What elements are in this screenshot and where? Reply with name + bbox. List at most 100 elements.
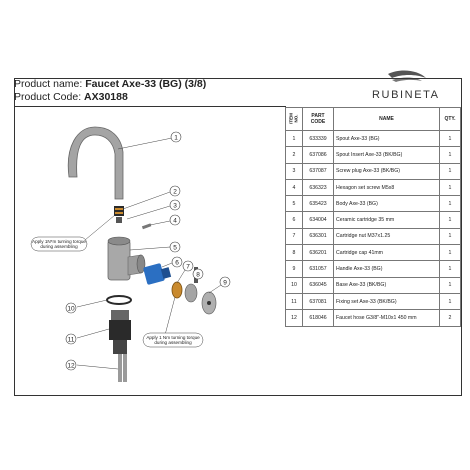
leader-lines — [76, 137, 222, 370]
brand-name: RUBINETA — [372, 89, 440, 101]
callout-10: 10 — [65, 302, 77, 314]
cell-item-no: 8 — [285, 244, 303, 262]
cell-part-code: 634004 — [302, 211, 334, 229]
cell-name: Screw plug Axe-33 (BK/BG) — [333, 162, 440, 180]
callout-9: 9 — [219, 276, 231, 288]
cell-part-code: 637081 — [302, 292, 334, 311]
cell-qty: 1 — [439, 227, 461, 246]
callout-6: 6 — [171, 256, 183, 268]
cell-item-no: 4 — [285, 178, 303, 197]
parts-table-header: ITEM NO. PART CODE NAME QTY. — [285, 107, 461, 131]
svg-text:8: 8 — [196, 271, 200, 278]
spout-part — [67, 126, 124, 200]
callout-1: 1 — [170, 131, 182, 143]
cell-qty: 1 — [439, 276, 461, 294]
cell-name: Spout Axe-33 (BG) — [333, 129, 440, 148]
cell-qty: 1 — [439, 178, 461, 197]
cell-part-code: 637086 — [302, 146, 334, 164]
svg-text:1: 1 — [174, 134, 178, 141]
cell-part-code: 636201 — [302, 244, 334, 262]
svg-text:4: 4 — [173, 217, 177, 224]
svg-text:12: 12 — [67, 362, 75, 369]
hex-screw-part — [141, 223, 152, 230]
header-qty: QTY. — [439, 107, 461, 131]
header-divider — [14, 106, 286, 107]
cell-part-code: 635423 — [302, 195, 334, 213]
handle-part — [201, 291, 217, 315]
cell-part-code: 631057 — [302, 260, 334, 278]
callout-7: 7 — [182, 260, 194, 272]
exploded-view-drawing: 1 2 3 4 5 6 7 8 9 10 11 12 Apply 1N*m tu… — [30, 126, 231, 382]
hose-part — [118, 354, 127, 382]
header-item-no: ITEM NO. — [285, 107, 303, 131]
cell-item-no: 7 — [285, 227, 303, 246]
cell-item-no: 6 — [285, 211, 303, 229]
cell-part-code: 633339 — [302, 129, 334, 148]
product-code-label: Product Code: — [14, 91, 82, 103]
callout-4: 4 — [169, 214, 181, 226]
callout-3: 3 — [169, 199, 181, 211]
callout-12: 12 — [65, 359, 77, 371]
cell-name: Cartridge cap 41mm — [333, 244, 440, 262]
product-header: Product name: Faucet Axe-33 (BG) (3/8) P… — [14, 78, 286, 108]
cartridge-part — [143, 263, 172, 285]
cell-item-no: 3 — [285, 162, 303, 180]
cell-qty: 1 — [439, 146, 461, 164]
cell-name: Ceramic cartridge 35 mm — [333, 211, 440, 229]
cell-item-no: 11 — [285, 292, 303, 311]
cell-item-no: 12 — [285, 309, 303, 327]
product-code-line: Product Code: AX30188 — [14, 91, 286, 104]
cell-name: Fixing set Axe-33 (BK/BG) — [333, 292, 440, 311]
product-name: Faucet Axe-33 (BG) (3/8) — [85, 78, 207, 90]
cell-part-code: 618046 — [302, 309, 334, 327]
svg-text:2: 2 — [173, 188, 177, 195]
product-name-label: Product name: — [14, 78, 83, 90]
svg-text:during assembling: during assembling — [40, 244, 78, 249]
callout-2: 2 — [169, 185, 181, 197]
cell-item-no: 5 — [285, 195, 303, 213]
callout-8: 8 — [192, 268, 204, 280]
torque-note-top: Apply 1N*m turning torque during assembl… — [30, 236, 88, 252]
cell-item-no: 10 — [285, 276, 303, 294]
cell-name: Cartridge nut M37x1.25 — [333, 227, 440, 246]
cell-part-code: 636301 — [302, 227, 334, 246]
cell-item-no: 1 — [285, 129, 303, 148]
cell-name: Hexagon set screw M5x8 — [333, 178, 440, 197]
cell-qty: 1 — [439, 260, 461, 278]
spout-insert-part — [114, 206, 124, 223]
cartridge-nut-part — [171, 281, 183, 299]
cell-name: Faucet hose G3/8"-M10x1 450 mm — [333, 309, 440, 327]
svg-text:6: 6 — [175, 259, 179, 266]
callout-11: 11 — [65, 333, 77, 345]
svg-text:9: 9 — [223, 279, 227, 286]
cell-qty: 1 — [439, 244, 461, 262]
cell-name: Body Axe-33 (BG) — [333, 195, 440, 213]
product-code: AX30188 — [84, 91, 128, 103]
svg-text:7: 7 — [186, 263, 190, 270]
svg-text:3: 3 — [173, 202, 177, 209]
cell-qty: 1 — [439, 129, 461, 148]
cell-name: Base Axe-33 (BK/BG) — [333, 276, 440, 294]
callout-5: 5 — [169, 241, 181, 253]
svg-text:10: 10 — [67, 305, 75, 312]
fixing-set-part — [109, 310, 131, 354]
header-name: NAME — [333, 107, 440, 131]
body-part — [107, 236, 146, 281]
cell-qty: 1 — [439, 195, 461, 213]
cell-qty: 1 — [439, 211, 461, 229]
cell-item-no: 2 — [285, 146, 303, 164]
cell-qty: 1 — [439, 292, 461, 311]
svg-text:11: 11 — [68, 336, 75, 343]
